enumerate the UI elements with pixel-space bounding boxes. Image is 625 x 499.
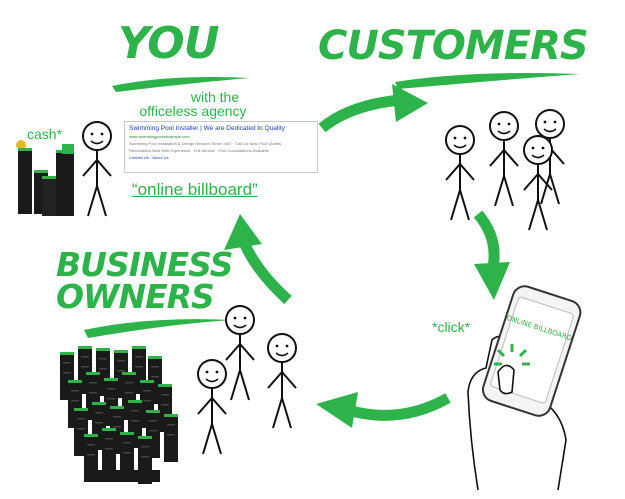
arrow-top bbox=[318, 94, 401, 133]
subtitle-officeless-agency: officeless agency bbox=[139, 103, 247, 119]
phone-hand: ONLINE BILLBOARD bbox=[467, 285, 582, 491]
ad-line-2: Renovations Built With Experience · Full… bbox=[129, 148, 269, 153]
stick-figure-owner-1 bbox=[225, 305, 255, 401]
title-owners: OWNERS bbox=[56, 277, 215, 316]
arrow-bottom bbox=[346, 393, 451, 421]
server-stack-small bbox=[18, 144, 74, 216]
search-ad: Swimming Pool Installer | We are Dedicat… bbox=[124, 121, 318, 173]
server-cluster-large bbox=[60, 346, 178, 484]
title-customers: CUSTOMERS bbox=[318, 23, 589, 69]
online-billboard-label: “online billboard” bbox=[132, 180, 258, 199]
arrow-right-head bbox=[474, 262, 510, 300]
tap-burst bbox=[494, 344, 530, 366]
title-you: YOU bbox=[118, 18, 219, 69]
coin-icon: o bbox=[16, 140, 26, 150]
arrow-top-head bbox=[392, 84, 428, 122]
title-business: BUSINESS bbox=[56, 245, 234, 284]
ad-title: Swimming Pool Installer | We are Dedicat… bbox=[129, 125, 285, 132]
cash-text: cash* bbox=[27, 126, 63, 142]
click-label: *click* bbox=[432, 319, 471, 335]
arrow-left-head bbox=[224, 214, 262, 250]
stick-figure-you bbox=[82, 121, 112, 217]
stick-figure-owner-2 bbox=[197, 359, 227, 455]
subtitle-with-the: with the bbox=[190, 89, 240, 105]
stick-figure-owner-3 bbox=[267, 333, 297, 429]
stick-figure-customer-2 bbox=[489, 111, 519, 207]
ad-url: www.swimmingpoolsexample.com bbox=[129, 134, 190, 139]
cash-label: ocash* bbox=[16, 126, 62, 150]
stick-figure-customer-1 bbox=[445, 125, 475, 221]
arrow-bottom-head bbox=[316, 392, 358, 428]
ad-line-1: Swimming Pool Installation & Design Serv… bbox=[129, 141, 282, 146]
ad-links: Contact Us · About Us bbox=[129, 155, 169, 160]
